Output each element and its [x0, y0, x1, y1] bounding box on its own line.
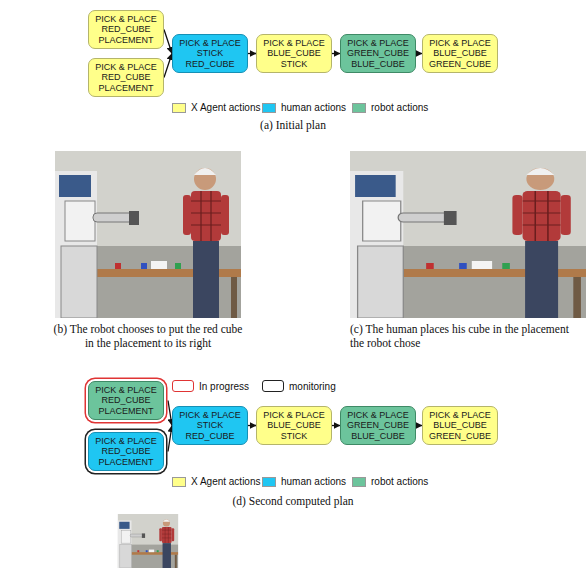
plan-arrow — [332, 53, 340, 54]
legend-entry: X Agent actions — [172, 102, 261, 113]
action-text: PICK & PLACE BLUE_CUBE GREEN_CUBE — [425, 38, 495, 69]
plan-arrow — [248, 425, 256, 426]
legend-swatch — [262, 477, 276, 487]
x-agent-action-box: PICK & PLACE BLUE_CUBE GREEN_CUBE — [422, 34, 498, 73]
legend-text: In progress — [199, 381, 249, 392]
action-text: PICK & PLACE RED_CUBE PLACEMENT — [91, 14, 161, 45]
legend-text: human actions — [281, 102, 346, 113]
subfigure-caption: (a) Initial plan — [193, 118, 393, 132]
legend-text: robot actions — [371, 476, 428, 487]
legend-swatch — [172, 103, 186, 113]
legend-swatch — [352, 103, 366, 113]
legend-text: monitoring — [289, 381, 336, 392]
legend-text: X Agent actions — [191, 476, 261, 487]
photo-robot-placing — [55, 151, 241, 318]
action-text: PICK & PLACE STICK RED_CUBE — [175, 410, 245, 441]
action-text: PICK & PLACE STICK RED_CUBE — [175, 38, 245, 69]
robot-action-box: PICK & PLACE GREEN_CUBE BLUE_CUBE — [340, 406, 416, 445]
plan-arrow — [164, 30, 172, 54]
x-agent-action-box: PICK & PLACE RED_CUBE PLACEMENT — [88, 10, 164, 49]
plan-arrow — [332, 425, 340, 426]
legend-outline-sample — [172, 380, 194, 392]
legend-entry: human actions — [262, 102, 346, 113]
robot-action-box: PICK & PLACE GREEN_CUBE BLUE_CUBE — [340, 34, 416, 73]
legend-text: X Agent actions — [191, 102, 261, 113]
action-text: PICK & PLACE BLUE_CUBE STICK — [259, 38, 329, 69]
legend-outline-sample — [262, 380, 284, 392]
x-agent-action-box: PICK & PLACE BLUE_CUBE GREEN_CUBE — [422, 406, 498, 445]
robot-action-box: PICK & PLACE RED_CUBE PLACEMENT — [88, 381, 164, 420]
action-text: PICK & PLACE BLUE_CUBE GREEN_CUBE — [425, 410, 495, 441]
legend-entry: robot actions — [352, 102, 428, 113]
human-action-box: PICK & PLACE STICK RED_CUBE — [172, 34, 248, 73]
action-text: PICK & PLACE GREEN_CUBE BLUE_CUBE — [343, 410, 413, 441]
legend-text: human actions — [281, 476, 346, 487]
plan-arrow — [164, 54, 172, 78]
x-agent-action-box: PICK & PLACE RED_CUBE PLACEMENT — [88, 58, 164, 97]
legend-swatch — [172, 477, 186, 487]
action-text: PICK & PLACE RED_CUBE PLACEMENT — [91, 436, 161, 467]
action-text: PICK & PLACE GREEN_CUBE BLUE_CUBE — [343, 38, 413, 69]
human-action-box: PICK & PLACE STICK RED_CUBE — [172, 406, 248, 445]
x-agent-action-box: PICK & PLACE BLUE_CUBE STICK — [256, 406, 332, 445]
action-text: PICK & PLACE BLUE_CUBE STICK — [259, 410, 329, 441]
action-text: PICK & PLACE RED_CUBE PLACEMENT — [91, 385, 161, 416]
legend-text: robot actions — [371, 102, 428, 113]
legend-swatch — [262, 103, 276, 113]
action-text: PICK & PLACE RED_CUBE PLACEMENT — [91, 62, 161, 93]
legend-entry: monitoring — [262, 380, 336, 392]
subfigure-caption: (c) The human places his cube in the pla… — [350, 322, 582, 351]
subfigure-caption: (b) The robot chooses to put the red cub… — [52, 322, 244, 351]
x-agent-action-box: PICK & PLACE BLUE_CUBE STICK — [256, 34, 332, 73]
photo-human-placing — [350, 151, 586, 318]
legend-swatch — [352, 477, 366, 487]
human-action-box: PICK & PLACE RED_CUBE PLACEMENT — [88, 432, 164, 471]
plan-arrow — [248, 53, 256, 54]
legend-entry: human actions — [262, 476, 346, 487]
legend-entry: robot actions — [352, 476, 428, 487]
photo-cropped — [55, 514, 241, 568]
legend-entry: X Agent actions — [172, 476, 261, 487]
legend-entry: In progress — [172, 380, 249, 392]
subfigure-caption: (d) Second computed plan — [193, 494, 393, 508]
